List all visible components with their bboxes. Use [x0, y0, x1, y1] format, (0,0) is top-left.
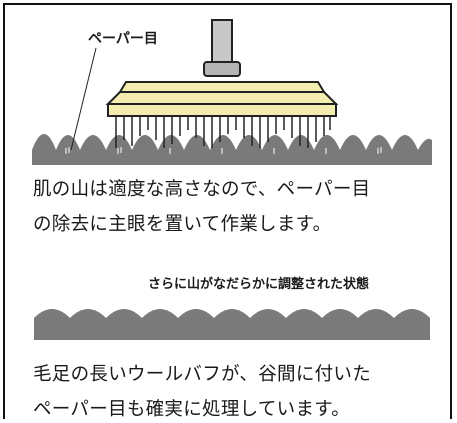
lower-surface	[34, 309, 430, 340]
buff-pad	[118, 81, 326, 93]
lower-description-line-1: 毛足の長いウールバフが、谷間に付いた	[33, 364, 372, 385]
paper-scratch-callout: ペーパー目	[88, 31, 158, 47]
callout-leader	[70, 47, 97, 151]
upper-description-line-2: の除去に主眼を置いて作業します。	[33, 214, 332, 235]
upper-surface	[32, 134, 432, 165]
lower-description-line-2: ペーパー目も確実に処理しています。	[33, 399, 351, 420]
buff-collar	[203, 61, 241, 77]
wool-bristles	[115, 116, 331, 148]
buff-shaft	[211, 19, 233, 69]
paper-scratch-marks	[65, 147, 382, 154]
lower-caption: さらに山がなだらかに調整された状態	[148, 277, 370, 292]
upper-description-line-1: 肌の山は適度な高さなので、ペーパー目	[33, 179, 371, 200]
